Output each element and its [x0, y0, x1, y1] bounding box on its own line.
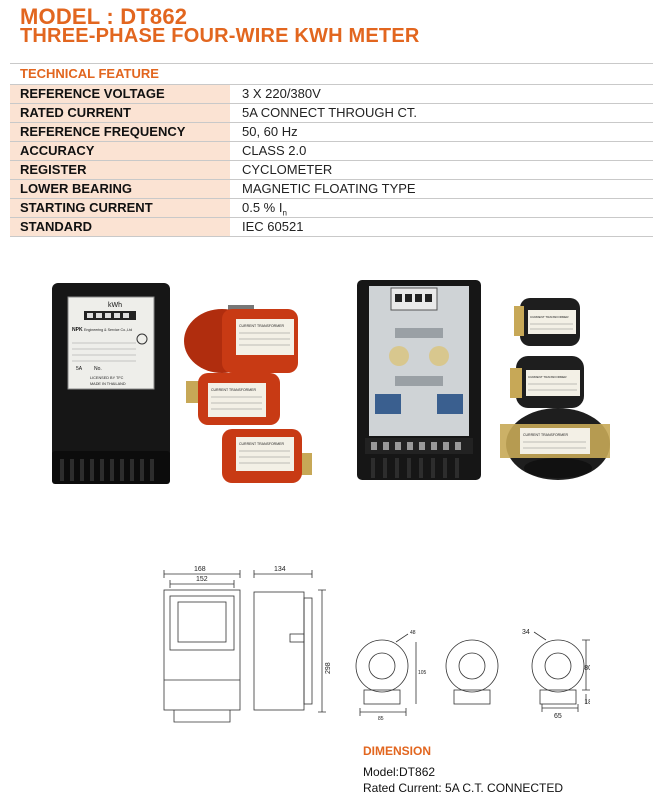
dim-ct-c-foot: 18	[584, 699, 590, 706]
ct-label-3: CURRENT TRANSFORMER	[239, 442, 284, 446]
spec-row: REFERENCE FREQUENCY 50, 60 Hz	[10, 123, 653, 142]
dim-ct-a-top: 48	[410, 630, 416, 636]
meter-rating: 5A	[76, 366, 83, 372]
spec-row: REFERENCE VOLTAGE 3 X 220/380V	[10, 85, 653, 104]
dim-ct-c-top: 34	[522, 629, 530, 636]
meter-origin: MADE IN THAILAND	[90, 382, 126, 386]
technical-feature-heading: TECHNICAL FEATURE	[10, 63, 653, 85]
spec-label: RATED CURRENT	[10, 104, 230, 122]
spec-value: 0.5 % In	[230, 199, 653, 218]
spec-value: 3 X 220/380V	[242, 86, 321, 101]
spec-value: 5A CONNECT THROUGH CT.	[242, 105, 418, 120]
spec-row: STARTING CURRENT 0.5 % In	[10, 199, 653, 218]
spec-row: ACCURACY CLASS 2.0	[10, 142, 653, 161]
spec-row: REGISTER CYCLOMETER	[10, 161, 653, 180]
dimension-drawings: 168 152 134 298 48 105 85 34 80 18 65	[163, 566, 590, 723]
red-ct-photo: CURRENT TRANSFORMER CURRENT TRANSFORMER …	[184, 305, 312, 483]
dim-width-outer: 168	[194, 566, 206, 573]
black-ct-photo: CURRENT TRANSFORMER CURRENT TRANSFORMER …	[500, 298, 610, 480]
ct-label-6: CURRENT TRANSFORMER	[523, 433, 568, 437]
spec-row: LOWER BEARING MAGNETIC FLOATING TYPE	[10, 180, 653, 199]
open-meter-photo	[357, 280, 481, 480]
dim-depth: 134	[274, 566, 286, 573]
spec-label: STARTING CURRENT	[10, 199, 230, 217]
model-title: MODEL : DT862	[20, 4, 188, 29]
spec-label: STANDARD	[10, 218, 230, 236]
product-subtitle: THREE-PHASE FOUR-WIRE KWH METER	[20, 25, 420, 47]
ct-label-4: CURRENT TRANSFORMER	[530, 315, 569, 319]
meter-kwh-label: kWh	[108, 302, 122, 309]
spec-row: RATED CURRENT 5A CONNECT THROUGH CT.	[10, 104, 653, 123]
dim-ct-a-side: 105	[418, 670, 427, 676]
spec-label: LOWER BEARING	[10, 180, 230, 198]
spec-value: IEC 60521	[242, 219, 304, 234]
dim-height: 298	[325, 662, 332, 674]
ct-label-2: CURRENT TRANSFORMER	[211, 388, 256, 392]
technical-feature-table: TECHNICAL FEATURE REFERENCE VOLTAGE 3 X …	[10, 63, 653, 237]
meter-serial: No.	[94, 366, 102, 372]
spec-row: STANDARD IEC 60521	[10, 218, 653, 237]
dim-width-inner: 152	[196, 576, 208, 583]
dim-ct-a-bottom: 85	[378, 716, 384, 722]
spec-label: ACCURACY	[10, 142, 230, 160]
spec-label: REFERENCE VOLTAGE	[10, 85, 230, 103]
spec-value: CYCLOMETER	[242, 162, 333, 177]
starting-current-value: 0.5 % I	[242, 200, 283, 215]
spec-value: MAGNETIC FLOATING TYPE	[242, 181, 416, 196]
dimension-rated-current: Rated Current: 5A C.T. CONNECTED	[363, 781, 564, 795]
spec-value: 50, 60 Hz	[242, 124, 298, 139]
ct-label-5: CURRENT TRANSFORMER	[528, 375, 567, 379]
dim-ct-c-side: 80	[584, 665, 590, 672]
starting-current-subscript: n	[282, 208, 287, 218]
spec-label: REFERENCE FREQUENCY	[10, 123, 230, 141]
dimension-model: Model:DT862	[363, 765, 436, 779]
meter-brand: NPK	[72, 327, 83, 333]
dim-ct-c-bottom: 65	[554, 713, 562, 720]
meter-license: LICENSED BY TFC	[90, 376, 124, 380]
spec-value: CLASS 2.0	[242, 143, 307, 158]
meter-photo: kWh NPK Engineering & Service Co.,Ltd 5A…	[52, 283, 170, 484]
spec-label: REGISTER	[10, 161, 230, 179]
meter-company: Engineering & Service Co.,Ltd	[84, 328, 132, 332]
dimension-heading: DIMENSION	[363, 744, 432, 758]
ct-label-1: CURRENT TRANSFORMER	[239, 324, 284, 328]
